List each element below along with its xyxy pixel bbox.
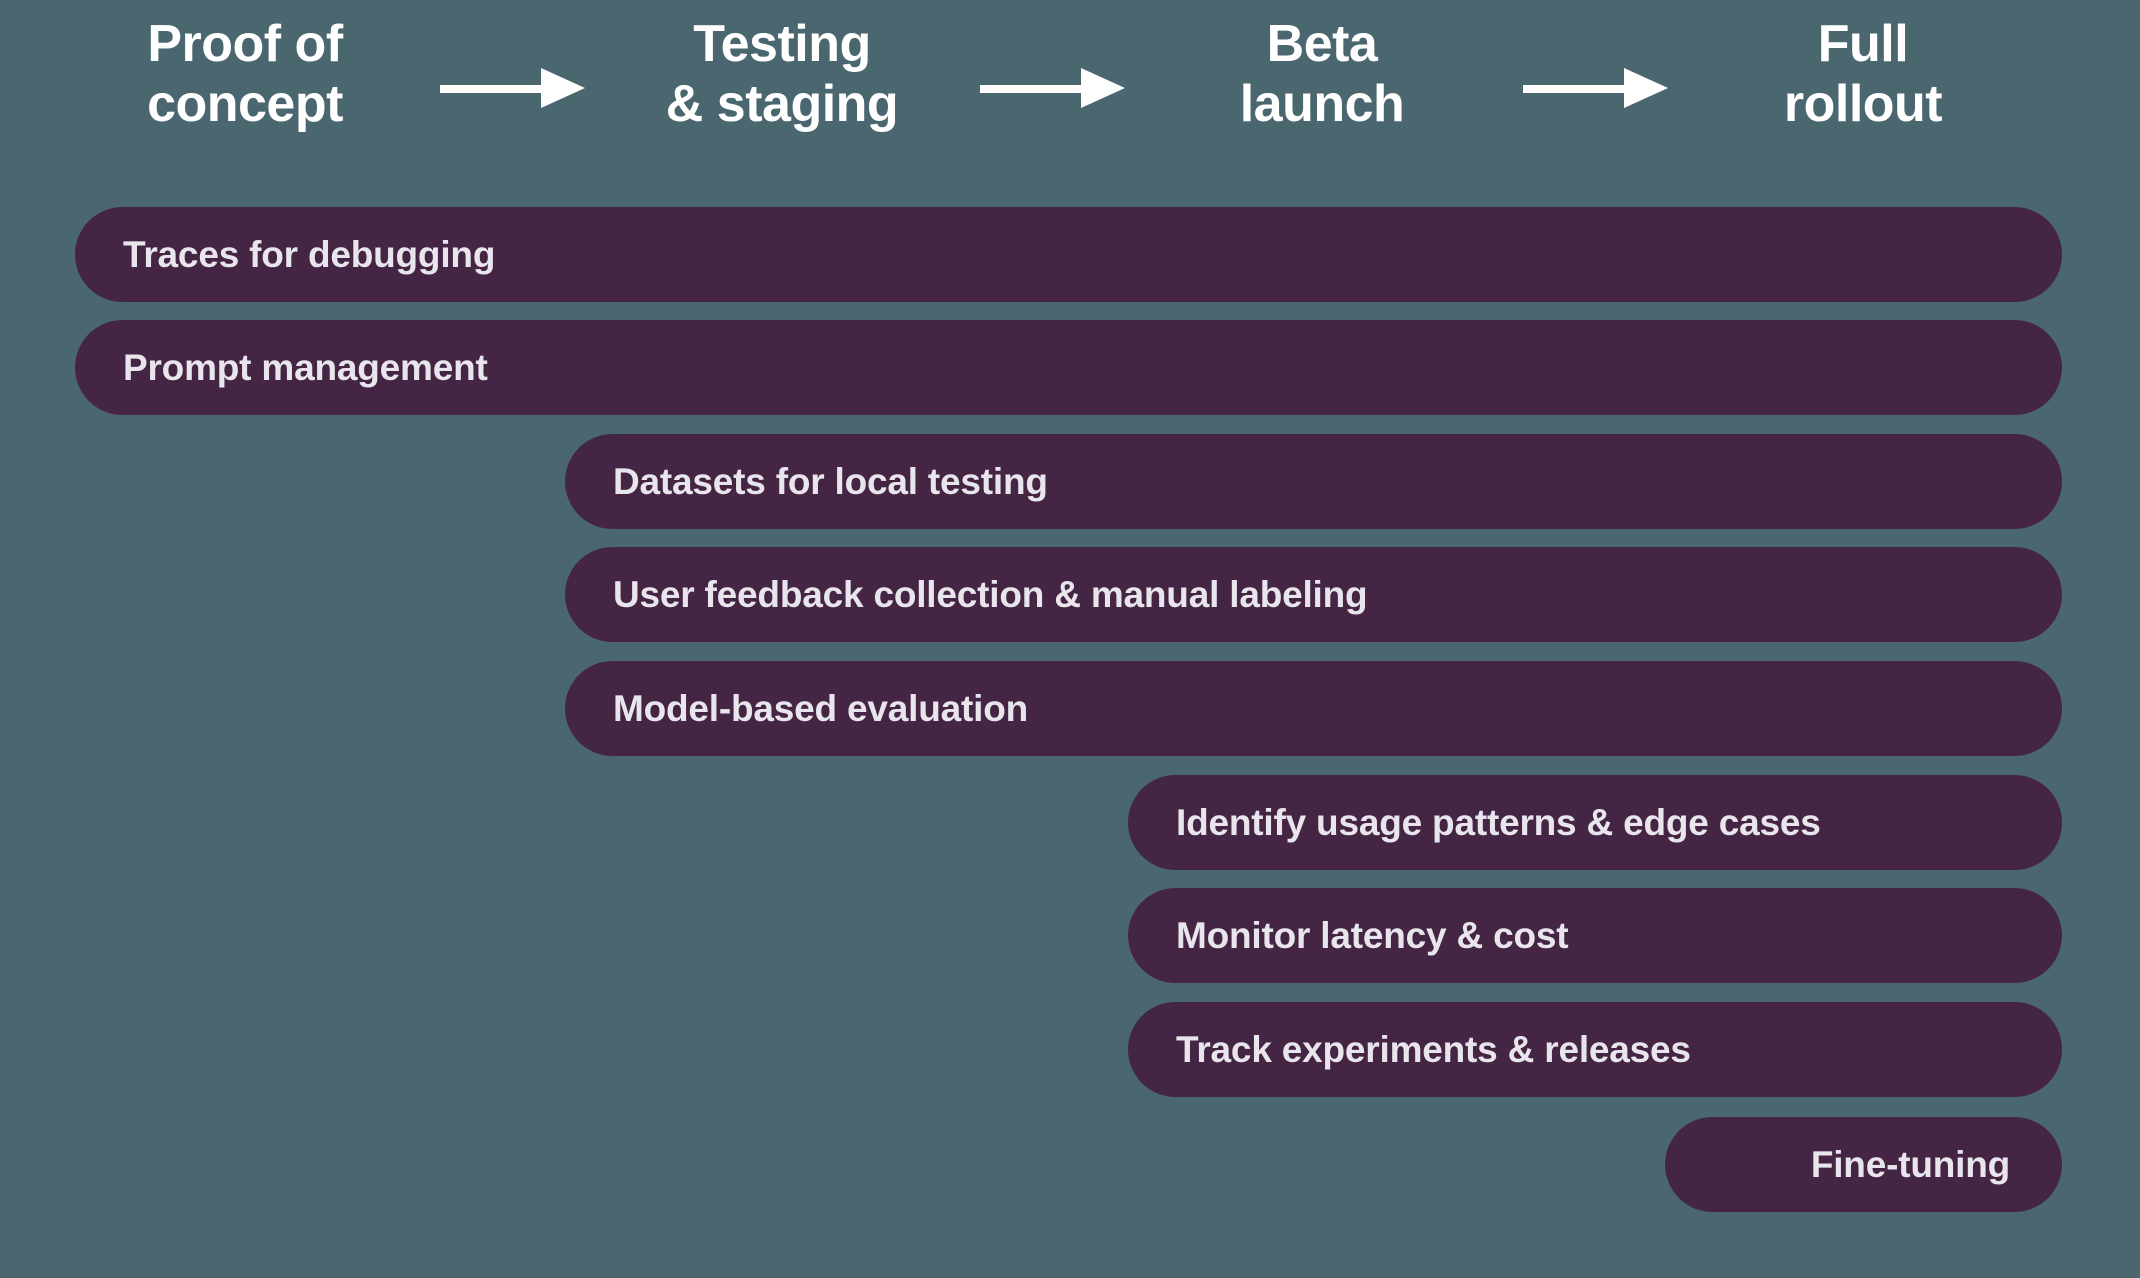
phase-label-line1: Proof of xyxy=(147,15,343,73)
capability-bar-label: Traces for debugging xyxy=(123,233,496,275)
phase-label-testing-staging: Testing& staging xyxy=(482,14,1082,135)
capability-bar-label: Monitor latency & cost xyxy=(1176,914,1569,956)
capability-bar-monitor-latency-cost[interactable]: Monitor latency & cost xyxy=(1128,888,2062,983)
capability-bar-track-experiments-releases[interactable]: Track experiments & releases xyxy=(1128,1002,2062,1097)
capability-bar-label: Fine-tuning xyxy=(1810,1143,2010,1185)
capability-bar-datasets-for-local-testing[interactable]: Datasets for local testing xyxy=(565,434,2062,529)
arrow-beta-to-rollout-icon xyxy=(1523,68,1668,108)
capability-bar-label: Prompt management xyxy=(123,346,488,388)
phase-label-line2: rollout xyxy=(1783,75,1943,134)
phase-label-line1: Beta xyxy=(1266,15,1378,73)
phase-label-line1: Testing xyxy=(693,15,871,73)
capability-bar-traces-for-debugging[interactable]: Traces for debugging xyxy=(75,207,2062,302)
capability-bar-model-based-evaluation[interactable]: Model-based evaluation xyxy=(565,661,2062,756)
capability-bar-user-feedback-collection[interactable]: User feedback collection & manual labeli… xyxy=(565,547,2062,642)
phase-label-line1: Full xyxy=(1817,15,1909,73)
capability-bar-prompt-management[interactable]: Prompt management xyxy=(75,320,2062,415)
phase-label-line2: launch xyxy=(1239,75,1405,134)
capability-bar-label: Model-based evaluation xyxy=(613,687,1029,729)
arrow-testing-to-beta-icon xyxy=(980,68,1125,108)
capability-bar-identify-usage-patterns[interactable]: Identify usage patterns & edge cases xyxy=(1128,775,2062,870)
phase-label-line2: concept xyxy=(147,75,343,134)
capability-bar-label: Identify usage patterns & edge cases xyxy=(1176,801,1821,843)
phase-label-line2: & staging xyxy=(665,75,899,134)
capability-bar-fine-tuning[interactable]: Fine-tuning xyxy=(1665,1117,2062,1212)
capability-bar-label: User feedback collection & manual labeli… xyxy=(613,573,1368,615)
capability-bar-label: Datasets for local testing xyxy=(613,460,1048,502)
capability-bar-label: Track experiments & releases xyxy=(1176,1028,1691,1070)
arrow-poc-to-testing-icon xyxy=(440,68,585,108)
